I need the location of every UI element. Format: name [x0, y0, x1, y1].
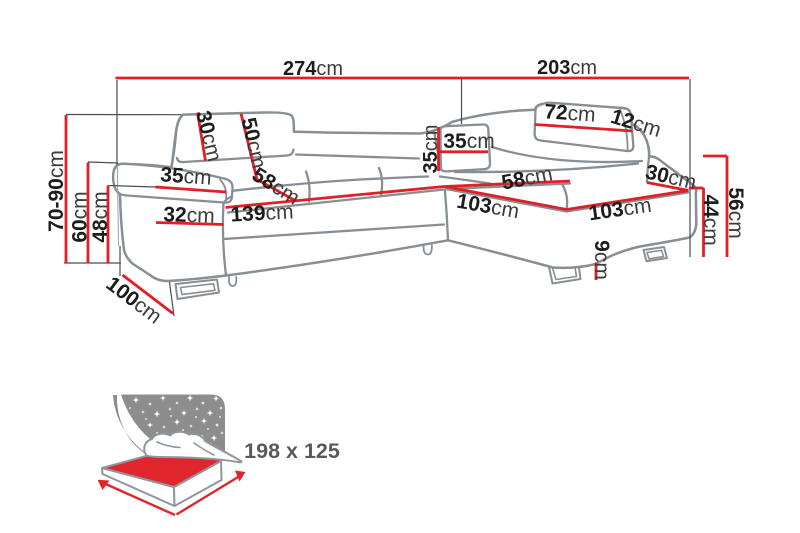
- svg-text:139cm: 139cm: [230, 200, 294, 226]
- svg-text:58cm: 58cm: [500, 162, 555, 194]
- svg-text:35cm: 35cm: [420, 125, 442, 174]
- svg-text:35cm: 35cm: [443, 130, 494, 153]
- svg-text:56cm: 56cm: [724, 187, 747, 238]
- svg-text:48cm: 48cm: [89, 191, 112, 242]
- svg-text:35cm: 35cm: [160, 163, 213, 190]
- svg-text:9cm: 9cm: [590, 240, 613, 280]
- svg-text:32cm: 32cm: [163, 203, 215, 228]
- svg-text:203cm: 203cm: [537, 57, 597, 79]
- svg-text:103cm: 103cm: [455, 190, 521, 224]
- svg-text:60cm: 60cm: [69, 191, 92, 242]
- svg-text:70-90cm: 70-90cm: [45, 150, 68, 232]
- svg-text:72cm: 72cm: [544, 100, 597, 127]
- svg-text:274cm: 274cm: [283, 58, 343, 80]
- svg-text:50cm: 50cm: [237, 116, 271, 171]
- svg-text:198 x 125: 198 x 125: [244, 439, 340, 463]
- svg-text:103cm: 103cm: [587, 194, 653, 226]
- svg-text:30cm: 30cm: [191, 108, 226, 163]
- svg-text:44cm: 44cm: [699, 194, 722, 245]
